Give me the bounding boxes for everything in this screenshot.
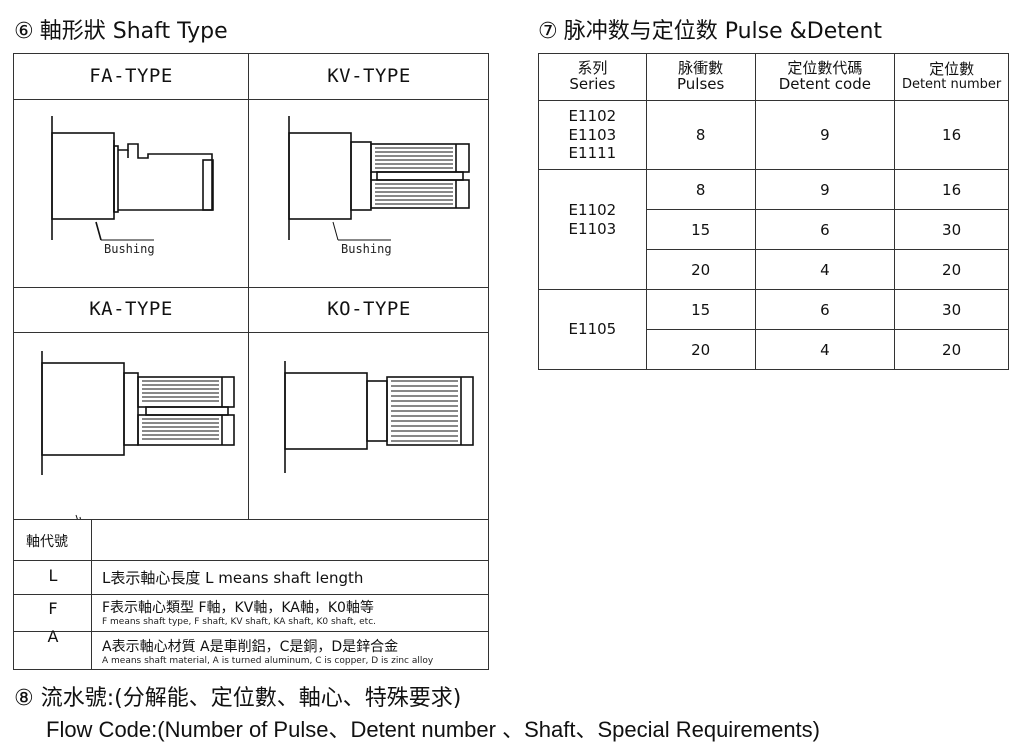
grid-line — [248, 54, 249, 519]
grid-line — [14, 519, 489, 520]
code-desc-f-main: F表示軸心類型 F軸，KV軸，KA軸，K0軸等 — [102, 600, 374, 616]
header-zh: 定位數 — [929, 60, 975, 79]
ka-shaft-drawing-icon: Bushing — [41, 351, 235, 519]
kv-type-title: KV-TYPE — [327, 65, 411, 87]
detent-code-cell: 4 — [754, 329, 896, 370]
detent-number-cell: 20 — [894, 249, 1009, 290]
pulses-cell: 8 — [645, 169, 756, 210]
grid-line — [14, 332, 489, 333]
ka-type-title: KA-TYPE — [89, 298, 173, 320]
grid-line — [14, 99, 489, 100]
grid-line — [14, 631, 489, 632]
header-en: Detent code — [778, 75, 871, 93]
table-row: E1105 15 6 30 — [538, 289, 1009, 370]
grid-line — [14, 594, 489, 595]
series-cell: E1105 — [538, 289, 647, 370]
series-cell: E1102 E1103 — [538, 169, 647, 290]
code-key-l: L — [48, 566, 58, 585]
code-desc-a-sub: A means shaft material, A is turned alum… — [102, 656, 434, 666]
header-en: Series — [569, 75, 616, 93]
detent-code-cell: 9 — [754, 100, 896, 170]
table-row: 20 4 20 — [539, 329, 1009, 370]
fa-shaft-drawing-icon: Bushing — [51, 116, 214, 256]
detent-number-cell: 16 — [894, 100, 1009, 170]
flow-code-heading: ⑧ 流水號:(分解能、定位數、軸心、特殊要求) — [14, 680, 461, 712]
header-en: Detent number — [901, 77, 1002, 93]
flow-code-chinese: 流水號:(分解能、定位數、軸心、特殊要求) — [40, 686, 462, 711]
pulses-cell: 15 — [645, 289, 756, 330]
pulses-cell: 20 — [645, 249, 756, 290]
code-header: 軸代號 — [26, 534, 68, 550]
section-number: ⑥ — [14, 19, 34, 44]
flow-code-english: Flow Code:(Number of Pulse、Detent number… — [46, 717, 820, 742]
detent-number-cell: 30 — [894, 289, 1009, 330]
pulses-cell: 20 — [645, 329, 756, 370]
header-zh: 系列 — [577, 59, 608, 78]
detent-number-cell: 20 — [894, 329, 1009, 370]
detent-code-cell: 6 — [754, 209, 896, 250]
code-desc-f-sub: F means shaft type, F shaft, KV shaft, K… — [102, 617, 377, 627]
table-row: E1102 E1103 8 9 16 — [538, 169, 1009, 290]
header-en: Pulses — [676, 75, 725, 93]
code-desc-f: F表示軸心類型 F軸，KV軸，KA軸，K0軸等 F means shaft ty… — [102, 597, 376, 627]
detent-number-cell: 30 — [894, 209, 1009, 250]
bushing-label: Bushing — [104, 242, 155, 256]
code-desc-a: A表示軸心材質 A是車削鋁，C是銅，D是鋅合金 A means shaft ma… — [102, 636, 433, 666]
code-desc-l: L表示軸心長度 L means shaft length — [102, 569, 364, 587]
section-number: ⑦ — [538, 19, 558, 44]
kv-shaft-drawing-icon: Bushing — [288, 116, 470, 256]
bushing-label: Bushing — [341, 242, 392, 256]
ko-type-title: KO-TYPE — [327, 298, 411, 320]
shaft-type-table: FA-TYPE KV-TYPE KA-TYPE KO-TYPE Bushing — [13, 53, 489, 670]
table-row: E1102 E1103 E1111 8 9 16 — [538, 100, 1009, 170]
header-zh: 定位數代碼 — [787, 59, 863, 78]
table-row: 20 4 20 — [539, 249, 1009, 290]
grid-line — [91, 519, 92, 670]
code-key-a: A — [47, 627, 59, 646]
section-number: ⑧ — [14, 686, 34, 711]
pulses-cell: 15 — [645, 209, 756, 250]
pulse-detent-heading-text: 脉冲数与定位数 Pulse &Detent — [563, 19, 883, 44]
detent-code-cell: 4 — [754, 249, 896, 290]
pulses-cell: 8 — [645, 100, 756, 170]
detent-number-cell: 16 — [894, 169, 1009, 210]
grid-line — [14, 287, 489, 288]
grid-line — [14, 560, 489, 561]
fa-type-title: FA-TYPE — [89, 65, 173, 87]
shaft-type-heading-text: 軸形狀 Shaft Type — [39, 19, 228, 44]
code-desc-a-main: A表示軸心材質 A是車削鋁，C是銅，D是鋅合金 — [102, 639, 399, 655]
header-zh: 脉衝數 — [678, 59, 724, 78]
detent-code-cell: 9 — [754, 169, 896, 210]
table-row: 15 6 30 — [539, 209, 1009, 250]
ko-shaft-drawing-icon: Bushing — [284, 361, 474, 473]
detent-code-cell: 6 — [754, 289, 896, 330]
code-key-f: F — [48, 599, 58, 618]
series-cell: E1102 E1103 E1111 — [538, 100, 647, 170]
